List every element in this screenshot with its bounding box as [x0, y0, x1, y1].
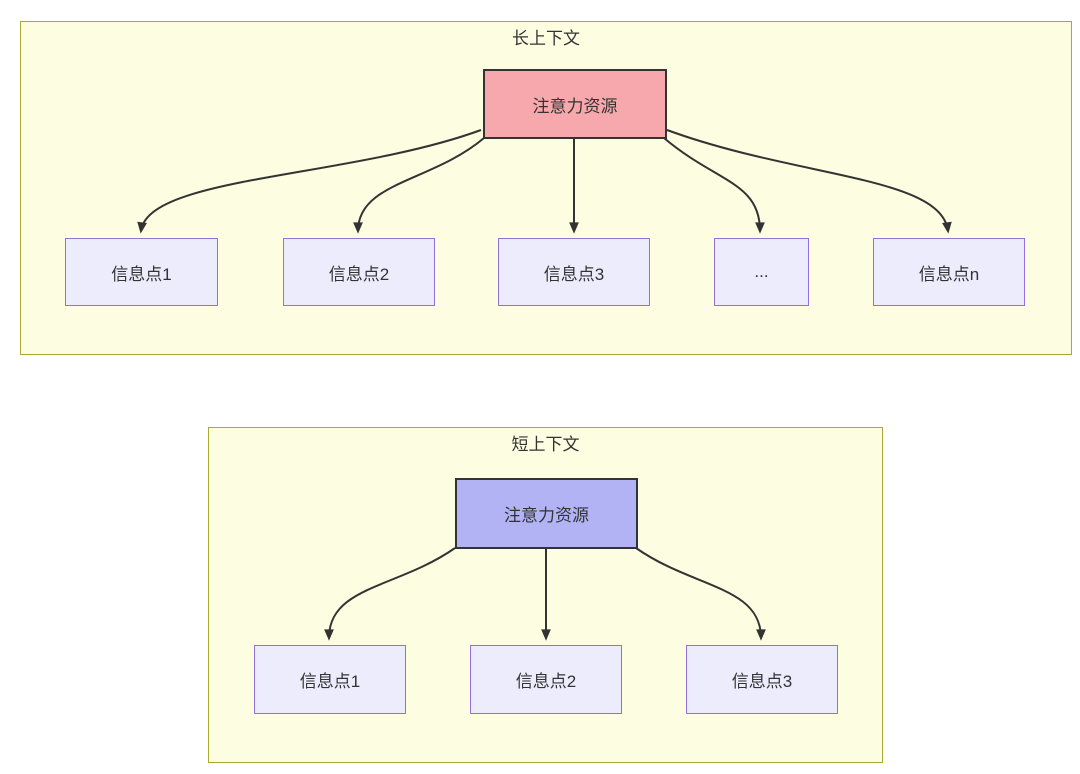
- short-attention-label: 注意力资源: [504, 506, 589, 525]
- long-info-node-n: 信息点n: [873, 238, 1025, 306]
- long-info-node-3: 信息点3: [498, 238, 650, 306]
- long-info-node-ellipsis-label: ...: [754, 262, 769, 281]
- short-info-node-2: 信息点2: [470, 645, 622, 714]
- short-context-cluster: 短上下文 注意力资源 信息点1 信息点2 信息点3: [208, 427, 883, 763]
- short-attention-node: 注意力资源: [455, 478, 638, 549]
- long-context-title: 长上下文: [512, 29, 580, 48]
- long-info-node-1-label: 信息点1: [111, 264, 172, 284]
- long-info-node-2: 信息点2: [283, 238, 435, 306]
- long-attention-label: 注意力资源: [532, 96, 618, 116]
- long-info-node-n-label: 信息点n: [918, 264, 980, 284]
- short-info-node-3-label: 信息点3: [731, 672, 793, 691]
- long-info-node-1: 信息点1: [65, 238, 218, 306]
- long-context-cluster: 长上下文 注意力资源 信息点1 信息点2 信息点3 ... 信息点n: [20, 21, 1072, 355]
- short-context-title: 短上下文: [511, 435, 580, 454]
- long-info-node-ellipsis: ...: [714, 238, 809, 306]
- short-info-node-2-label: 信息点2: [515, 672, 577, 691]
- short-info-node-3: 信息点3: [686, 645, 838, 714]
- long-attention-node: 注意力资源: [483, 69, 667, 139]
- long-info-node-3-label: 信息点3: [543, 264, 605, 284]
- short-info-node-1: 信息点1: [254, 645, 406, 714]
- short-info-node-1-label: 信息点1: [299, 672, 361, 691]
- long-info-node-2-label: 信息点2: [328, 264, 390, 284]
